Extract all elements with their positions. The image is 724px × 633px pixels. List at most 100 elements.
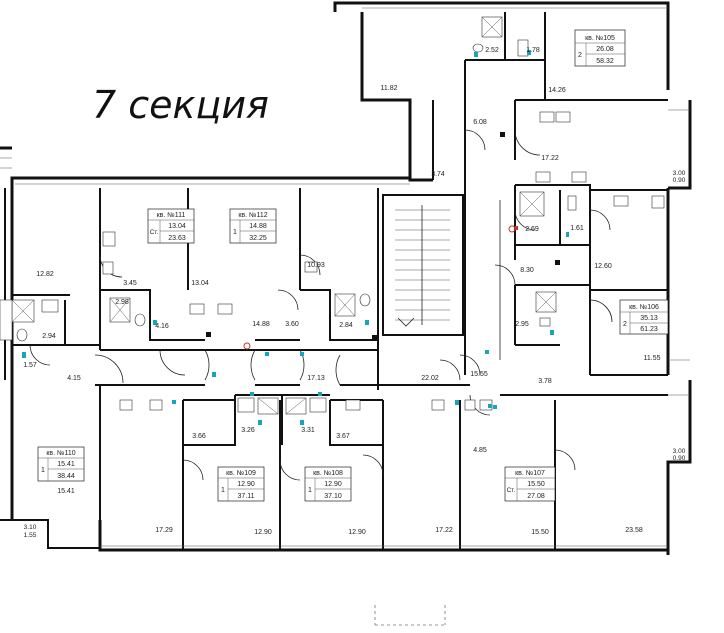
apartment-rooms: Ст. [150, 229, 159, 236]
apartment-112[interactable]: кв. №112 1 14.88 32.25 [229, 208, 277, 244]
apartment-total-area: 23.63 [168, 235, 186, 242]
apartment-105[interactable]: кв. №105 2 26.08 58.32 [574, 29, 626, 67]
sink-icon [41, 299, 59, 313]
room-area-label: 4.85 [473, 447, 487, 454]
sink-icon [102, 231, 116, 247]
stove-icon [304, 261, 318, 273]
room-area-label: 3.10 [24, 524, 37, 531]
room-area-label: 17.22 [541, 155, 559, 162]
apartment-109[interactable]: кв. №109 1 12.90 37.11 [217, 466, 265, 502]
stove-icon [571, 171, 587, 183]
room-area-label: 11.55 [644, 355, 661, 362]
room-area-label: 2.95 [515, 321, 529, 328]
stove-icon [431, 399, 445, 411]
apartment-living-area: 14.88 [249, 223, 267, 230]
room-area-label: 2.98 [115, 299, 129, 306]
staircase [395, 205, 450, 327]
apartment-rooms: Ст. [507, 487, 516, 494]
toilet-icon [359, 293, 371, 307]
apartment-total-area: 38.44 [57, 473, 75, 480]
room-area-label: 3.26 [241, 427, 255, 434]
apartment-number: кв. №112 [238, 212, 267, 219]
room-area-label: 12.60 [594, 263, 612, 270]
room-area-label: 13.04 [191, 280, 209, 287]
detail-lines [0, 7, 690, 626]
room-area-label: 14.26 [548, 87, 566, 94]
apartment-rooms: 1 [221, 487, 225, 494]
apartment-total-area: 32.25 [249, 235, 267, 242]
room-area-label: 11.82 [381, 85, 398, 92]
room-area-label: 15.50 [531, 529, 549, 536]
toilet-icon [517, 39, 529, 57]
apartment-rooms: 2 [578, 52, 582, 59]
room-area-label: 3.45 [123, 280, 137, 287]
room-area-label: 17.29 [155, 527, 173, 534]
room-area-label: 3.74 [431, 171, 445, 178]
apartment-108[interactable]: кв. №108 1 12.90 37.10 [304, 466, 352, 502]
room-area-label: 8.30 [520, 267, 534, 274]
room-area-label: 14.88 [252, 321, 270, 328]
room-area-label: 0.90 [673, 177, 686, 184]
room-area-label: 6.08 [473, 119, 487, 126]
apartment-110[interactable]: кв. №110 1 15.41 38.44 [37, 446, 85, 482]
room-area-label: 10.93 [307, 262, 325, 269]
apartment-living-area: 35.13 [640, 315, 658, 322]
apartment-living-area: 12.90 [324, 481, 342, 488]
room-area-label: 3.66 [192, 433, 206, 440]
sink-icon [217, 303, 233, 315]
section-title: 7 секция [92, 83, 269, 127]
stove-icon [613, 195, 629, 207]
room-area-label: 1.78 [526, 47, 540, 54]
apartment-rooms: 1 [233, 229, 237, 236]
room-area-label: 3.67 [336, 433, 350, 440]
room-area-label: 2.52 [485, 47, 499, 54]
sink-icon [309, 397, 327, 413]
sink-icon [651, 195, 665, 209]
apartment-living-area: 26.08 [596, 46, 614, 53]
toilet-icon [16, 328, 28, 342]
apartment-rooms: 1 [308, 487, 312, 494]
room-area-labels: 2.52 1.78 11.82 14.26 6.08 3.74 17.22 3.… [23, 47, 686, 539]
apartment-living-area: 12.90 [237, 481, 255, 488]
stove-icon [345, 399, 361, 411]
apartment-living-area: 15.41 [57, 461, 75, 468]
apartment-total-area: 27.08 [527, 493, 545, 500]
apartment-number: кв. №106 [629, 304, 659, 311]
room-area-label: 4.16 [155, 323, 169, 330]
room-area-label: 17.13 [307, 375, 325, 382]
sink-icon [237, 397, 255, 413]
room-area-label: 17.22 [435, 527, 453, 534]
room-area-label: 3.60 [285, 321, 299, 328]
fixtures [0, 16, 665, 425]
stove-icon [189, 303, 205, 315]
room-area-label: 3.00 [673, 170, 686, 177]
sink-icon [149, 399, 163, 411]
room-area-label: 3.78 [538, 378, 552, 385]
room-area-label: 2.69 [525, 226, 539, 233]
apartment-111[interactable]: кв. №111 Ст. 13.04 23.63 [147, 208, 195, 244]
toilet-icon [567, 195, 577, 211]
room-area-label: 0.90 [673, 455, 686, 462]
sink-icon [539, 317, 551, 327]
apartment-number: кв. №108 [313, 470, 343, 477]
apartment-total-area: 58.32 [596, 58, 614, 65]
apartment-living-area: 15.50 [527, 481, 545, 488]
room-area-label: 3.00 [673, 448, 686, 455]
room-area-label: 4.15 [67, 375, 81, 382]
apartment-total-area: 61.23 [640, 326, 658, 333]
apartment-total-area: 37.11 [238, 493, 255, 500]
apartment-106[interactable]: кв. №106 2 35.13 61.23 [619, 299, 669, 335]
apartment-number: кв. №107 [515, 470, 545, 477]
sink-icon [535, 171, 551, 183]
apartment-number: кв. №109 [226, 470, 256, 477]
apartment-107[interactable]: кв. №107 Ст. 15.50 27.08 [504, 466, 556, 502]
room-area-label: 1.57 [23, 362, 37, 369]
room-area-label: 15.55 [470, 371, 488, 378]
room-area-label: 23.58 [625, 527, 643, 534]
stove-icon [464, 399, 476, 411]
room-area-label: 12.90 [254, 529, 272, 536]
stove-icon [539, 111, 555, 123]
apartment-number: кв. №110 [46, 450, 75, 457]
apartment-rooms: 1 [41, 467, 45, 474]
